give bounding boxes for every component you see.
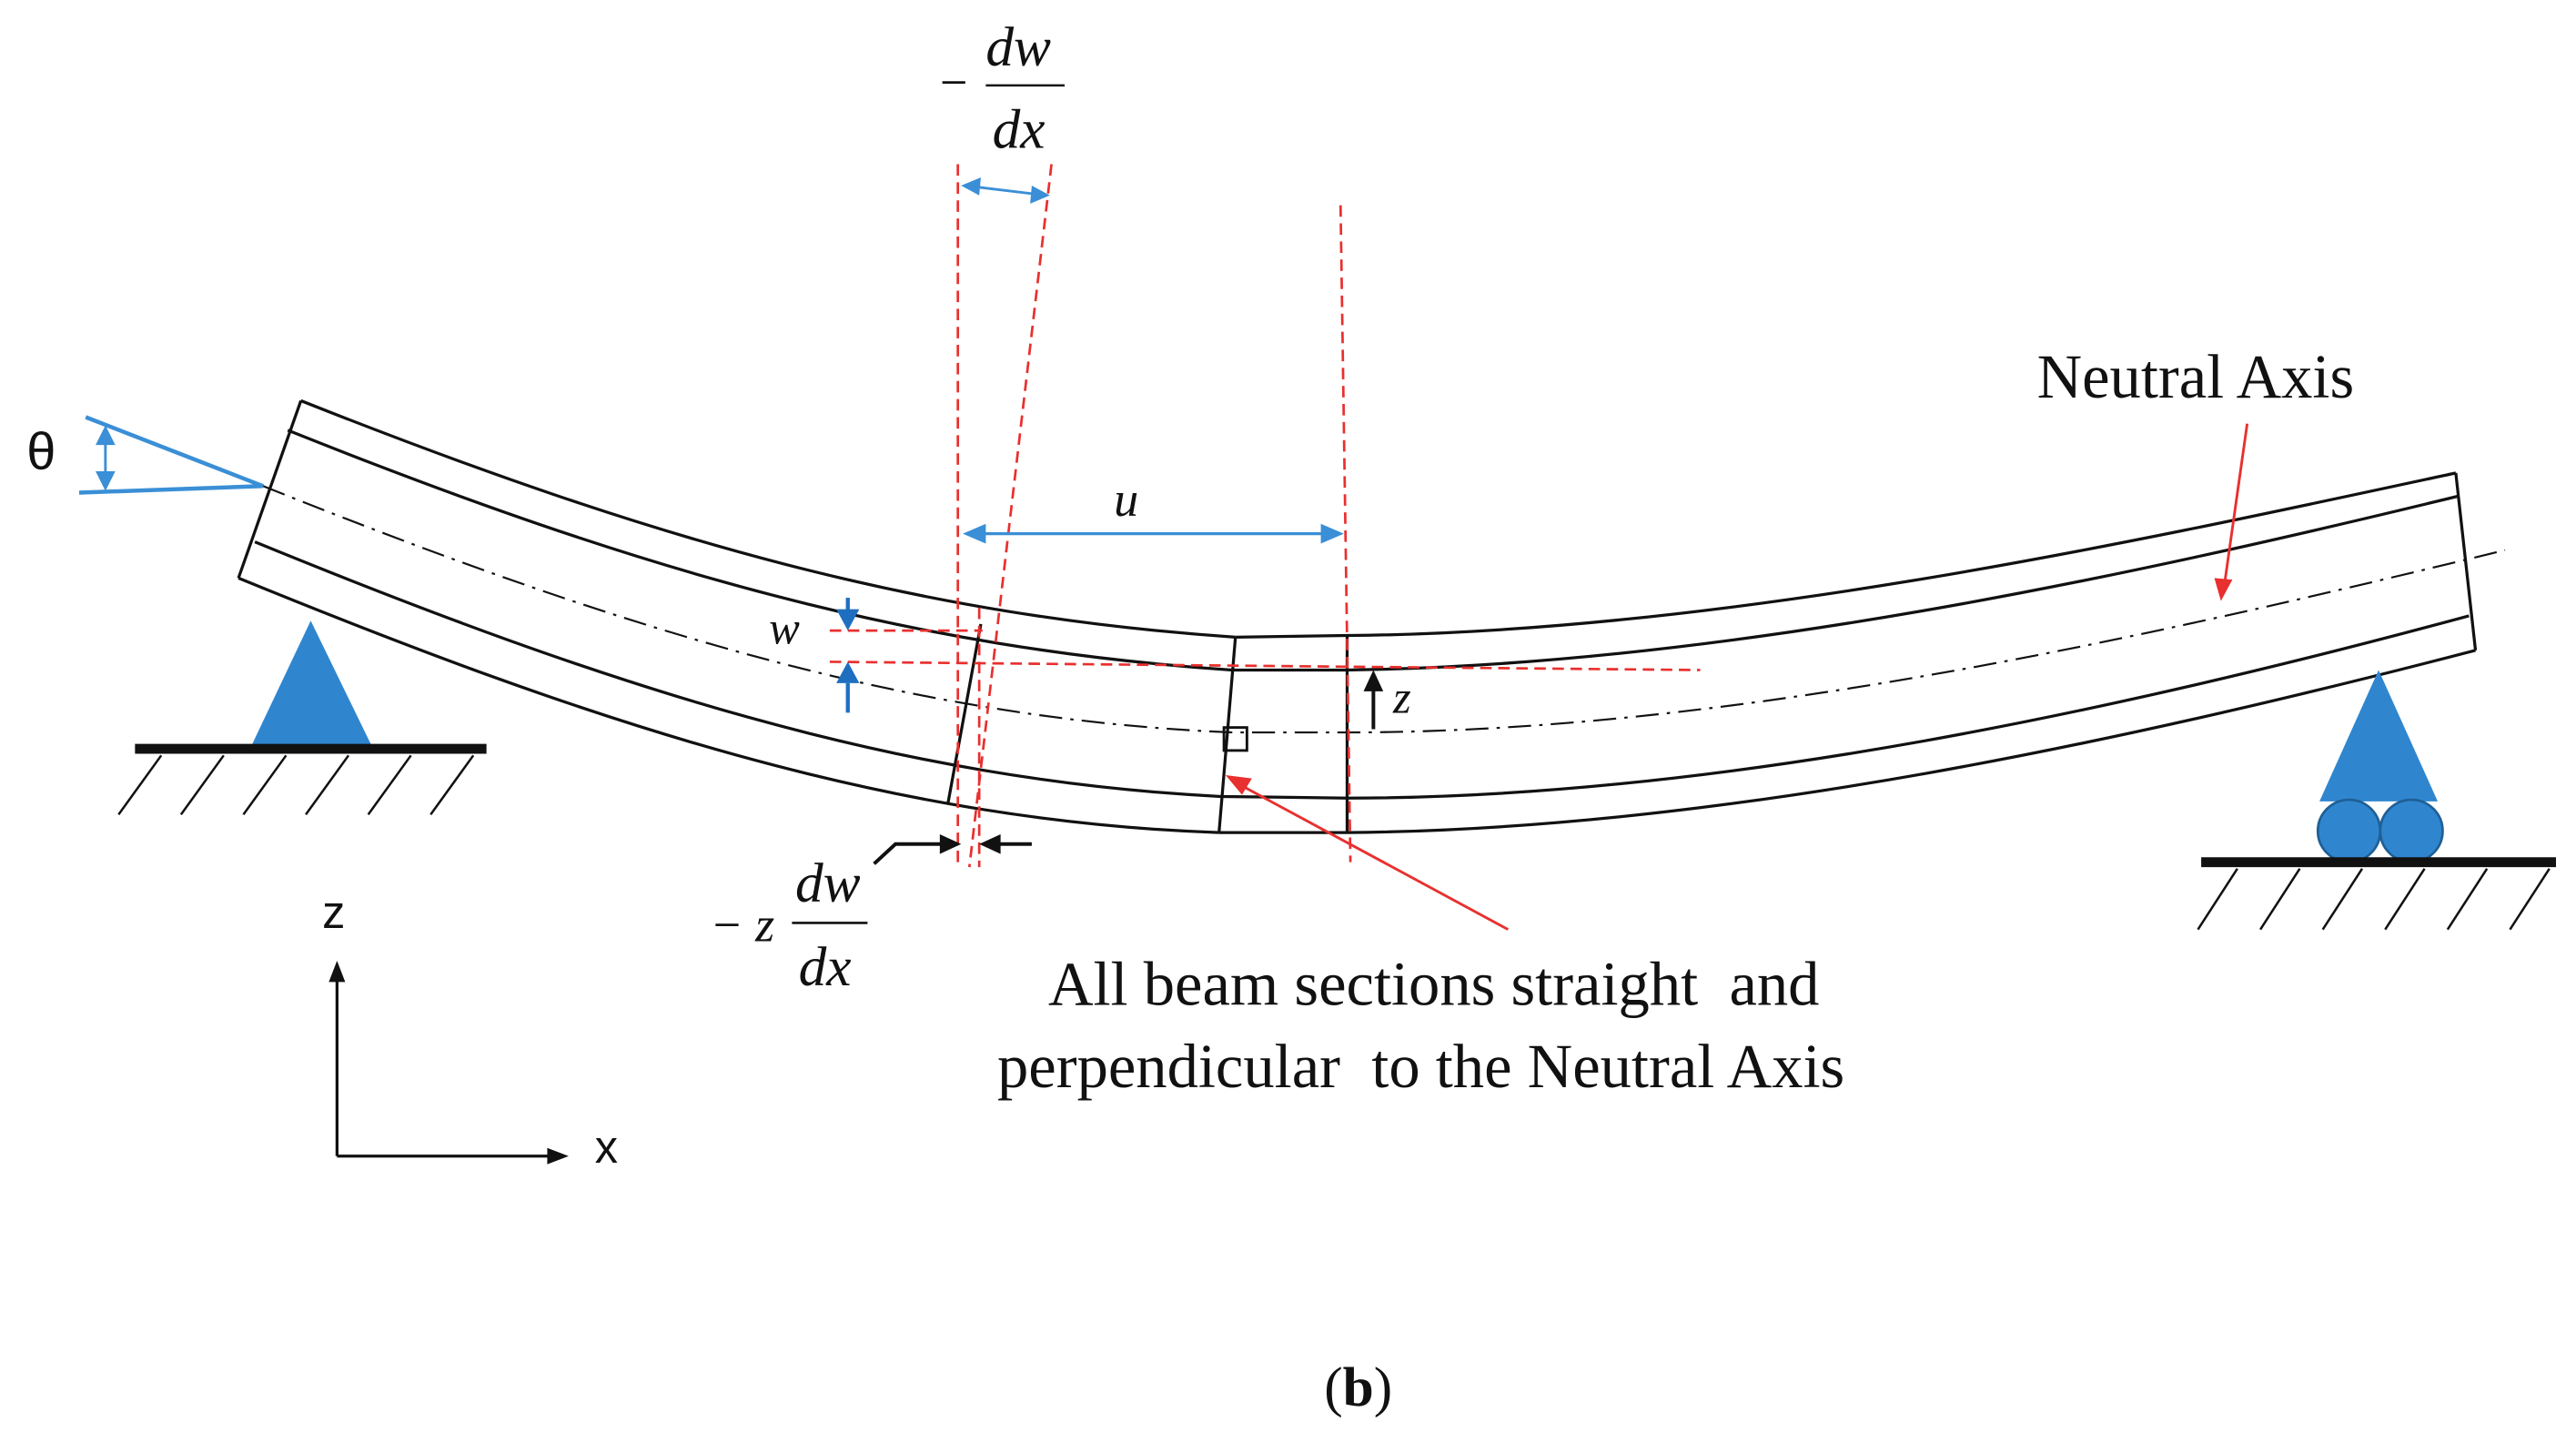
middle-section-line [1217,637,1237,833]
roller-support [2197,670,2556,931]
section-offset-numerator: dw [795,852,861,914]
slope-arrowhead-right [1030,185,1050,204]
theta-label: θ [26,423,56,481]
beam-bottom-edge-left [237,576,1219,834]
reference-vertical-right [1339,205,1352,862]
w-label: w [769,603,800,654]
z-axis-label: z [322,886,345,938]
note-pointer-head [1225,774,1252,795]
caption-open: ( [1324,1356,1342,1418]
slope-dimension [961,176,1050,204]
neutral-axis-line [262,485,2506,734]
x-axis-label: x [595,1121,618,1173]
roller-support-triangle [2319,670,2439,802]
coordinate-axes [328,960,569,1165]
x-axis-arrowhead [547,1147,569,1165]
tilted-section-line [946,623,983,803]
slope-numerator: dw [985,16,1051,78]
neutral-axis-pointer-shaft [2222,423,2249,587]
beam [237,398,2478,834]
beam-bottom-edge-right [1218,649,2476,834]
figure-caption: (b) [1324,1356,1392,1418]
pin-support [117,620,487,816]
slope-arrowhead-left [961,176,981,196]
z-offset-arrow [1363,670,1384,730]
section-offset-denominator: dx [799,936,852,998]
roller-wheel-left [2316,798,2382,864]
beam-right-end [2454,472,2478,650]
z-axis-arrowhead [328,960,346,983]
roller-ground-hatching [2197,868,2551,931]
section-offset-left-arrow [873,842,944,865]
beam-top-edge-left [300,398,1236,639]
z-offset-arrowhead [1363,670,1384,691]
section-offset-arrows [873,833,1032,865]
w-arrowhead-bottom [836,661,860,683]
beam-inner-top-right [1232,494,2460,672]
w-dimension [836,598,860,713]
u-dimension [963,523,1344,544]
theta-arrowhead-up [96,425,116,446]
note-line-2: perpendicular to the Neutral Axis [997,1032,1844,1101]
beam-inner-bottom-right [1220,614,2470,800]
theta-dimension [78,415,264,495]
caption-close: ) [1374,1356,1392,1418]
note-line-1: All beam sections straight and [1048,950,1820,1019]
reference-lines [829,164,1701,868]
z-offset-label: z [1392,671,1411,722]
slope-denominator: dx [993,98,1046,160]
beam-inner-top-left [287,429,1233,672]
pin-ground-hatching [117,754,475,816]
right-angle-marker [1222,726,1248,752]
reference-horizontal-bottom [829,661,1701,671]
neutral-axis-pointer-head [2214,578,2233,601]
theta-ray-upper [85,415,264,489]
slope-fraction: − dw dx [940,16,1066,160]
u-label: u [1114,472,1138,527]
pointers [1225,423,2249,931]
slope-minus-sign: − [940,55,968,109]
section-offset-minus-z: − z [710,897,774,952]
beam-inner-bottom-left [254,540,1221,799]
pin-support-triangle [249,620,374,750]
caption-letter: b [1343,1356,1374,1418]
section-offset-right-arrowhead [979,833,1001,854]
theta-arrowhead-down [96,471,116,491]
beam-top-edge-right [1235,471,2457,639]
reference-tilted-line [967,164,1053,868]
section-offset-left-arrowhead [939,833,962,854]
u-arrowhead-left [963,523,986,544]
theta-ray-lower [78,484,264,495]
section-offset-fraction: − z dw dx [710,852,868,998]
w-arrowhead-top [836,609,860,631]
neutral-axis-label: Neutral Axis [2037,342,2355,411]
roller-wheel-right [2379,798,2444,864]
u-arrowhead-right [1320,523,1344,544]
note-pointer-shaft [1239,783,1510,931]
